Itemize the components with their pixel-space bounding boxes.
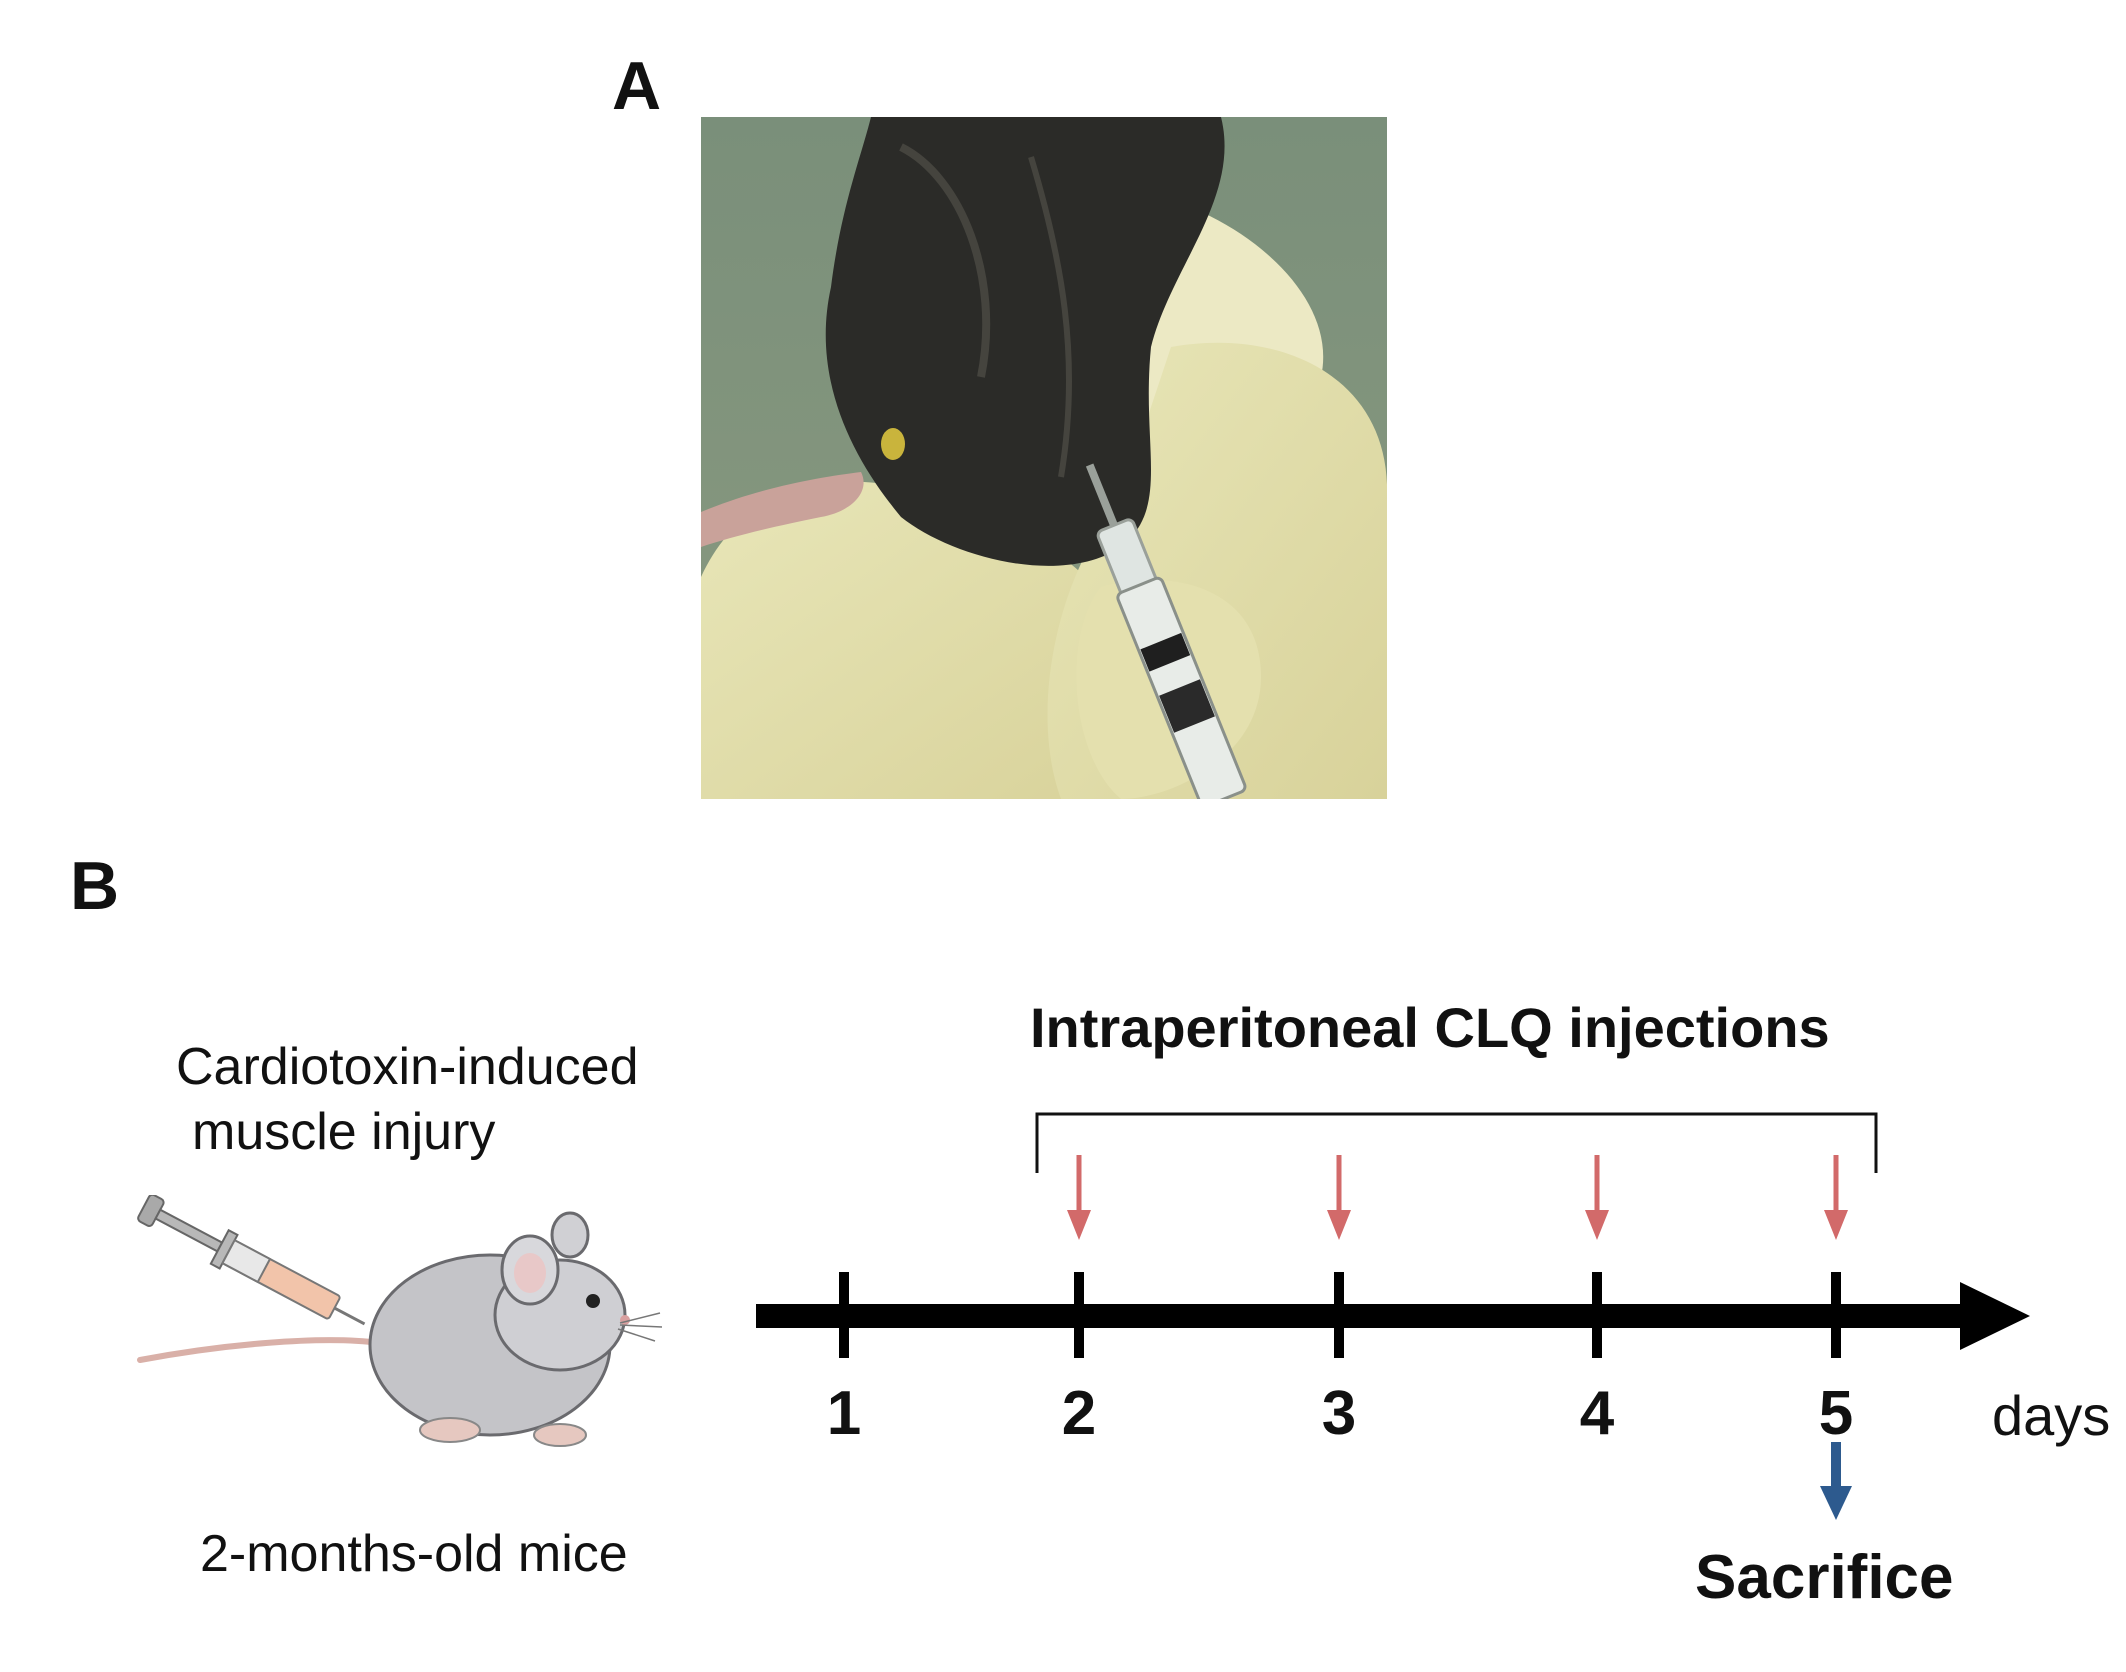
- panel-b-label: B: [70, 848, 120, 924]
- mice-age-label: 2-months-old mice: [200, 1525, 628, 1583]
- injury-line-2: muscle injury: [192, 1103, 496, 1161]
- days-unit-label: days: [1992, 1384, 2111, 1447]
- injection-arrow: [1824, 1155, 1848, 1240]
- injection-arrow: [1327, 1155, 1351, 1240]
- day-label: 2: [1061, 1379, 1097, 1448]
- sacrifice-label: Sacrifice: [1695, 1543, 1954, 1612]
- mouse-injection-photo: [701, 117, 1387, 799]
- injection-arrow: [1067, 1155, 1091, 1240]
- injections-label: Intraperitoneal CLQ injections: [1030, 996, 1830, 1059]
- day-label: 1: [826, 1379, 862, 1448]
- day-label: 4: [1579, 1379, 1615, 1448]
- timeline-arrowhead: [1960, 1282, 2030, 1350]
- mouse-syringe-illustration: [137, 1195, 663, 1447]
- injury-description: Cardiotoxin-induced muscle injury: [176, 1035, 639, 1165]
- injection-bracket: [1035, 1112, 1878, 1173]
- day-label: 5: [1818, 1379, 1854, 1448]
- sacrifice-arrow: [1820, 1442, 1852, 1520]
- panel-a-label: A: [612, 48, 662, 124]
- injection-arrow: [1585, 1155, 1609, 1240]
- injury-line-1: Cardiotoxin-induced: [176, 1038, 639, 1096]
- day-label: 3: [1321, 1379, 1357, 1448]
